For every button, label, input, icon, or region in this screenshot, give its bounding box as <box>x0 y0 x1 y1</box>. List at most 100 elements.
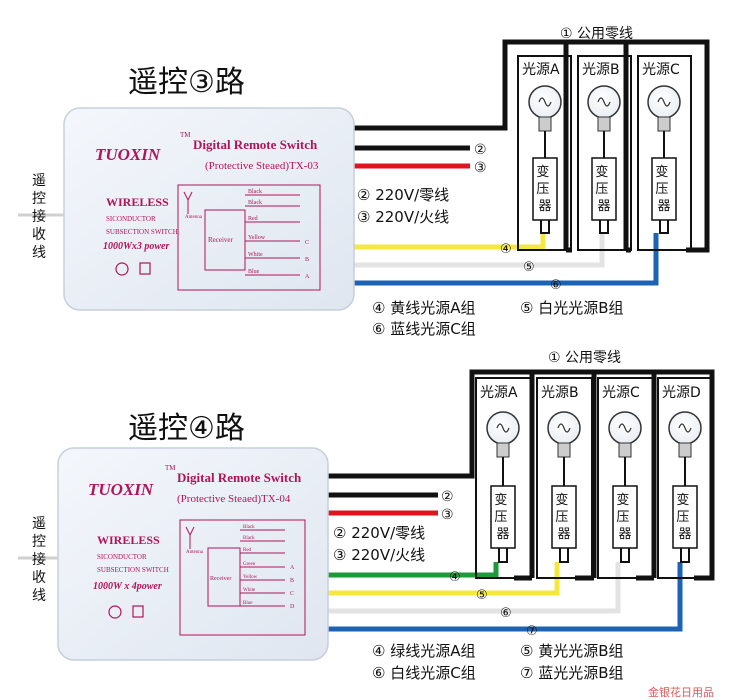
lamp-label: 光源A <box>480 385 518 401</box>
lamp-frame <box>657 377 714 579</box>
trademark: TM <box>165 464 176 472</box>
wire-markers: ② ③ ④ ⑤ ⑥ ⑦ <box>441 489 538 639</box>
transformer <box>490 485 516 549</box>
brand-logo: TUOXIN <box>88 480 154 499</box>
transformer-label: 变 压 器 <box>555 492 572 542</box>
antenna-label: Antenna <box>186 550 204 555</box>
legend-item: ④ 绿线光源A组 <box>372 642 475 660</box>
channel-label: D <box>290 604 295 610</box>
legend-item: ④ 黄线光源A组 <box>372 299 475 317</box>
marker-4: ④ <box>500 242 512 257</box>
transformer <box>551 485 577 549</box>
receiver-block <box>204 209 246 271</box>
transformer-label: 变 压 器 <box>655 164 672 214</box>
side-label-char: 控 <box>32 191 46 207</box>
device-line1: SICONDUCTOR <box>97 553 147 561</box>
antenna-icon <box>185 526 195 549</box>
lamp-frame <box>475 377 532 579</box>
channel-label: A <box>290 565 295 571</box>
device-name: Digital Remote Switch <box>193 137 318 152</box>
device-name: Digital Remote Switch <box>177 470 302 485</box>
side-label-char: 收 <box>32 227 46 243</box>
lamp-label: 光源C <box>602 385 640 401</box>
lamp-frame <box>536 377 593 579</box>
transformer-char: 压 <box>595 182 608 197</box>
diagram-3-way: 遥控③路 遥 控 接 收 线 <box>18 26 710 338</box>
diagram-title: 遥控④路 <box>128 411 245 446</box>
bulb-icon <box>608 411 642 486</box>
wire-label: Yellow <box>248 235 266 241</box>
marker-5: ⑤ <box>476 588 488 603</box>
legend-item: ⑥ 白线光源C组 <box>372 664 476 682</box>
receiver-block <box>207 547 241 607</box>
transformer-label: 变 压 器 <box>676 492 693 542</box>
wire-label: Black <box>248 200 262 206</box>
bulb-icon <box>486 411 520 486</box>
side-label-char: 遥 <box>32 173 46 189</box>
transformer-char: 器 <box>618 527 631 542</box>
device-model: (Protective Steaed)TX-04 <box>177 493 291 505</box>
wire-label: Green <box>243 562 256 567</box>
transformer-char: 变 <box>595 164 608 180</box>
transformer-char: 器 <box>597 199 610 214</box>
side-label-char: 遥 <box>32 516 46 532</box>
lamp-b: 光源B 变 压 器 <box>536 377 593 579</box>
transformer-char: 器 <box>678 527 691 542</box>
antenna-label: Antenna <box>185 215 203 220</box>
side-label-char: 接 <box>32 208 46 225</box>
lamp-label: 光源D <box>662 385 701 401</box>
channel-label: C <box>290 591 294 597</box>
transformer-char: 变 <box>616 492 629 508</box>
inner-schematic <box>179 519 306 636</box>
side-label-char: 控 <box>32 534 46 550</box>
bulb-icon <box>668 411 702 486</box>
lamp-c: 光源C 变 压 器 <box>637 55 692 251</box>
marker-4: ④ <box>449 570 461 585</box>
watermark: 金银花日用品 <box>648 685 714 699</box>
common-neutral-label: ① 公用零线 <box>548 350 621 366</box>
marker-3: ③ <box>441 507 454 523</box>
lamp-a: 光源A 变 压 器 <box>475 377 532 579</box>
side-label: 遥 控 接 收 线 <box>32 516 50 604</box>
transformer-char: 器 <box>538 199 551 214</box>
device-line2: SUBSECTION SWITCH <box>97 566 169 574</box>
marker-6: ⑥ <box>550 278 562 293</box>
channel-label: B <box>305 257 309 263</box>
wire-label: Blue <box>243 601 253 606</box>
lamp-frame <box>517 55 572 251</box>
transformer-label: 变 压 器 <box>536 164 553 214</box>
remote-switch-device: TUOXIN TM Digital Remote Switch (Protect… <box>63 107 355 311</box>
side-label-char: 线 <box>32 588 46 604</box>
side-label-char: 线 <box>32 245 46 261</box>
legend-item: ⑤ 白光光源B组 <box>520 299 624 317</box>
lamp-frame <box>597 377 654 579</box>
transformer <box>672 485 698 549</box>
transformer-char: 压 <box>494 510 507 525</box>
lamps: 光源A 变 压 器 光源B <box>475 377 714 579</box>
transformer-label: 变 压 器 <box>616 492 633 542</box>
device-model: (Protective Steaed)TX-03 <box>205 160 319 172</box>
lamps: 光源A 变 压 器 光源B <box>517 55 692 251</box>
bulb-icon <box>547 411 581 486</box>
marker-7: ⑦ <box>526 624 538 639</box>
device-body <box>57 447 329 661</box>
transformer-char: 变 <box>676 492 689 508</box>
legend-item: ⑦ 蓝光光源B组 <box>520 664 624 682</box>
device-line1: SICONDUCTOR <box>106 215 156 223</box>
lamp-frame <box>637 55 692 251</box>
certification-icon <box>108 605 144 619</box>
transformer-char: 变 <box>536 164 549 180</box>
marker-2: ② <box>474 142 487 158</box>
transformer-char: 器 <box>496 527 509 542</box>
transformer-char: 压 <box>555 510 568 525</box>
side-label-char: 接 <box>32 551 46 568</box>
lamp-d: 光源D 变 压 器 <box>657 377 714 579</box>
transformer <box>651 157 677 221</box>
inner-schematic <box>177 184 321 291</box>
marker-6: ⑥ <box>500 606 512 621</box>
note-live: ③ 220V/火线 <box>357 208 449 226</box>
receiver-label: Receiver <box>210 576 231 582</box>
channel-label: B <box>290 578 294 584</box>
marker-3: ③ <box>474 160 487 176</box>
wire-label: Yellow <box>243 575 258 580</box>
